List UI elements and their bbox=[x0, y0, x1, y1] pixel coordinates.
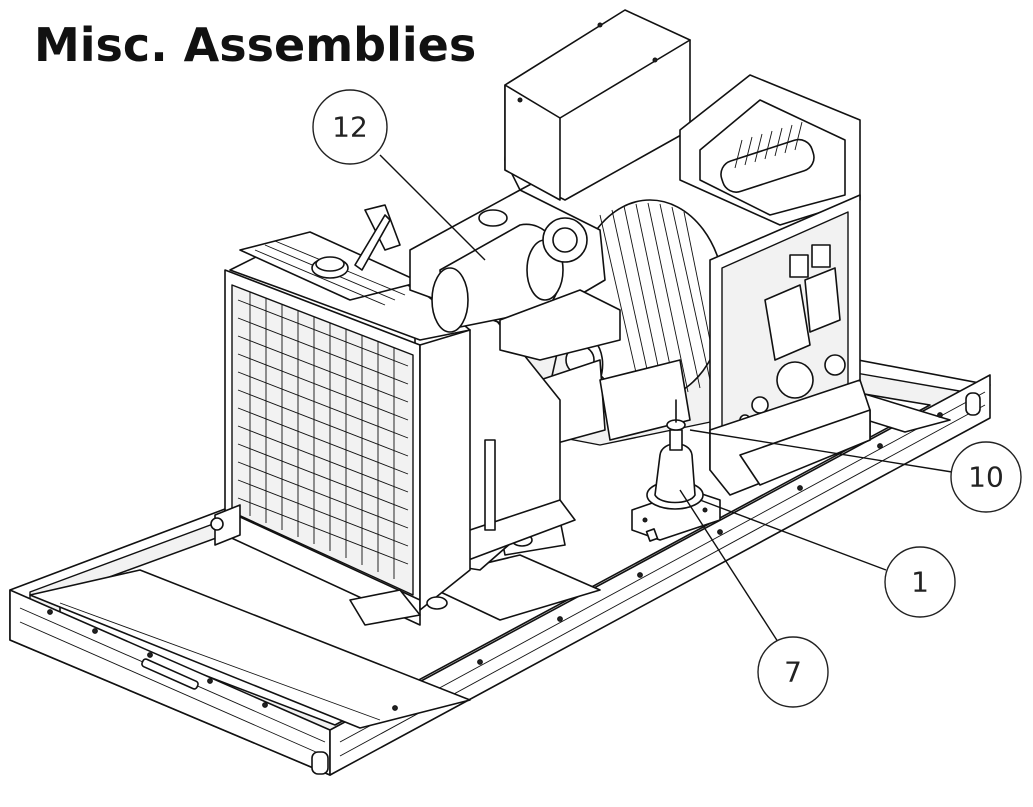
page-title: Misc. Assemblies bbox=[34, 18, 477, 72]
callout-7: 7 bbox=[757, 636, 829, 708]
control-box bbox=[504, 9, 691, 201]
callout-7-label: 7 bbox=[784, 656, 802, 689]
generator-end-housing bbox=[679, 74, 871, 496]
callout-12-label: 12 bbox=[332, 111, 368, 144]
callout-1: 1 bbox=[884, 546, 956, 618]
callout-10-label: 10 bbox=[968, 461, 1004, 494]
callout-1-label: 1 bbox=[911, 566, 929, 599]
callout-10: 10 bbox=[950, 441, 1022, 513]
leader-12 bbox=[379, 154, 486, 261]
leader-lines bbox=[379, 154, 953, 646]
leader-10 bbox=[689, 429, 953, 473]
fuel-filter-assembly bbox=[631, 399, 721, 542]
leader-1 bbox=[699, 499, 887, 571]
leader-7 bbox=[679, 489, 781, 646]
radiator-assembly bbox=[210, 231, 576, 626]
callout-12: 12 bbox=[312, 89, 388, 165]
